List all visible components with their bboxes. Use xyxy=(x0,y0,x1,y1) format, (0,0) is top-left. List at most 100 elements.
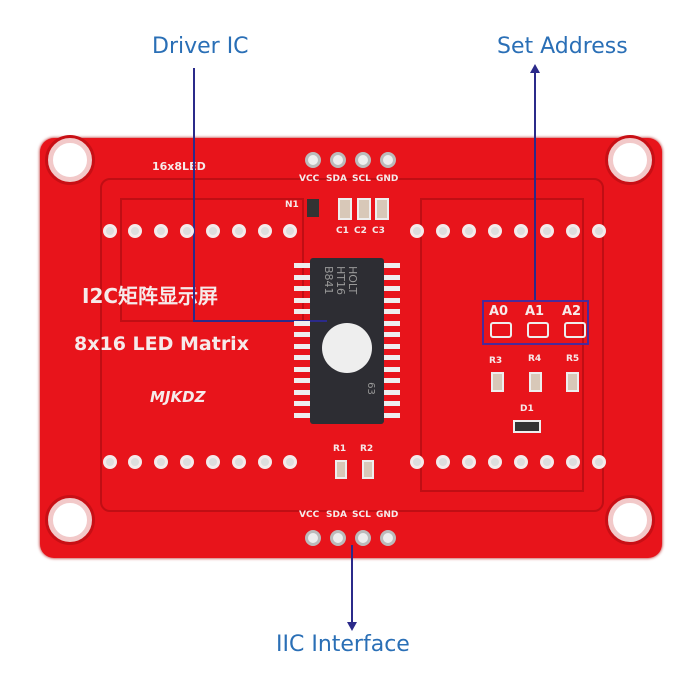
led-pad xyxy=(540,224,554,238)
chip-leg xyxy=(384,366,400,372)
chip-leg xyxy=(294,286,310,291)
mount-hole xyxy=(48,498,92,542)
led-pad xyxy=(103,224,117,238)
led-pad xyxy=(488,224,502,238)
chip-leg xyxy=(384,401,400,406)
mount-hole xyxy=(608,138,652,182)
c2-label: C2 xyxy=(354,226,367,236)
header-pin xyxy=(305,152,321,168)
r3-label: R3 xyxy=(489,356,503,366)
chip-leg xyxy=(384,332,400,337)
header-bottom-scl: SCL xyxy=(352,510,371,520)
set-address-callout: Set Address xyxy=(497,34,628,59)
mount-hole xyxy=(608,498,652,542)
led-pad xyxy=(514,455,528,469)
d1-label: D1 xyxy=(520,404,534,414)
led-pad xyxy=(180,224,194,238)
chip-leg xyxy=(384,355,400,360)
chip-leg xyxy=(294,366,310,372)
capacitor xyxy=(357,198,371,220)
chip-leg xyxy=(294,378,310,383)
chip-leg xyxy=(384,378,400,383)
chip-leg xyxy=(294,320,310,326)
chip-leg xyxy=(384,389,400,395)
chip-leg xyxy=(384,343,400,349)
led-pad xyxy=(128,224,142,238)
header-bottom-gnd: GND xyxy=(376,510,399,520)
led-pad xyxy=(462,455,476,469)
c3-label: C3 xyxy=(372,226,385,236)
led-pad xyxy=(410,455,424,469)
address-box xyxy=(482,300,589,345)
chip-leg xyxy=(294,389,310,395)
chip-leg xyxy=(384,412,400,418)
a2-label: A2 xyxy=(562,304,582,319)
header-pin xyxy=(305,530,321,546)
led-pad xyxy=(436,455,450,469)
diode-d1 xyxy=(513,420,541,433)
header-bottom-vcc: VCC xyxy=(299,510,320,520)
led-pad xyxy=(206,455,220,469)
led-pad xyxy=(206,224,220,238)
r5-label: R5 xyxy=(566,354,580,364)
led-pad xyxy=(462,224,476,238)
chip-leg xyxy=(294,343,310,349)
chip-marking: HT16 xyxy=(334,266,347,295)
header-pin xyxy=(330,152,346,168)
chip-leg xyxy=(294,401,310,406)
led-pad xyxy=(592,455,606,469)
led-pad xyxy=(154,224,168,238)
brand-label: MJKDZ xyxy=(150,388,206,406)
chip-leg xyxy=(294,309,310,314)
header-bottom-sda: SDA xyxy=(326,510,347,520)
led-pad xyxy=(566,455,580,469)
led-pad xyxy=(258,455,272,469)
chip-sticker xyxy=(322,323,372,373)
led-pad xyxy=(283,455,297,469)
chip-marking: B841 xyxy=(322,266,335,295)
driver-ic-chip: HOLT HT16 B841 63 xyxy=(310,258,384,424)
chip-leg xyxy=(294,412,310,418)
iic-interface-callout: IIC Interface xyxy=(276,632,410,657)
header-pin xyxy=(355,530,371,546)
chip-marking: 63 xyxy=(364,382,376,395)
chip-leg xyxy=(384,274,400,280)
led-pad xyxy=(514,224,528,238)
driver-ic-leader xyxy=(193,68,195,321)
resistor-r3 xyxy=(491,372,504,392)
header-top-gnd: GND xyxy=(376,174,399,184)
led-pad xyxy=(128,455,142,469)
led-pad xyxy=(566,224,580,238)
resistor-r1 xyxy=(335,460,347,479)
led-pad xyxy=(540,455,554,469)
r2-label: R2 xyxy=(360,444,374,454)
led-pad xyxy=(436,224,450,238)
address-jumper-a1[interactable] xyxy=(527,322,549,338)
address-jumper-a2[interactable] xyxy=(564,322,586,338)
header-top-sda: SDA xyxy=(326,174,347,184)
chip-leg xyxy=(294,297,310,303)
chip-leg xyxy=(384,286,400,291)
header-pin xyxy=(380,530,396,546)
header-top-scl: SCL xyxy=(352,174,371,184)
address-jumper-a0[interactable] xyxy=(490,322,512,338)
c1-label: C1 xyxy=(336,226,349,236)
a0-label: A0 xyxy=(489,304,509,319)
led-pad xyxy=(232,224,246,238)
chip-leg xyxy=(384,297,400,303)
header-pin xyxy=(355,152,371,168)
led-pad xyxy=(410,224,424,238)
header-pin xyxy=(330,530,346,546)
led-pad xyxy=(154,455,168,469)
arrow-up-icon xyxy=(530,64,540,73)
resistor-r5 xyxy=(566,372,579,392)
driver-ic-leader xyxy=(193,320,327,322)
resistor-r4 xyxy=(529,372,542,392)
header-top-vcc: VCC xyxy=(299,174,320,184)
title-chinese: I2C矩阵显示屏 xyxy=(82,284,219,308)
driver-ic-callout: Driver IC xyxy=(152,34,249,59)
chip-leg xyxy=(294,355,310,360)
r4-label: R4 xyxy=(528,354,542,364)
resistor-r2 xyxy=(362,460,374,479)
transistor-n1 xyxy=(307,199,319,217)
